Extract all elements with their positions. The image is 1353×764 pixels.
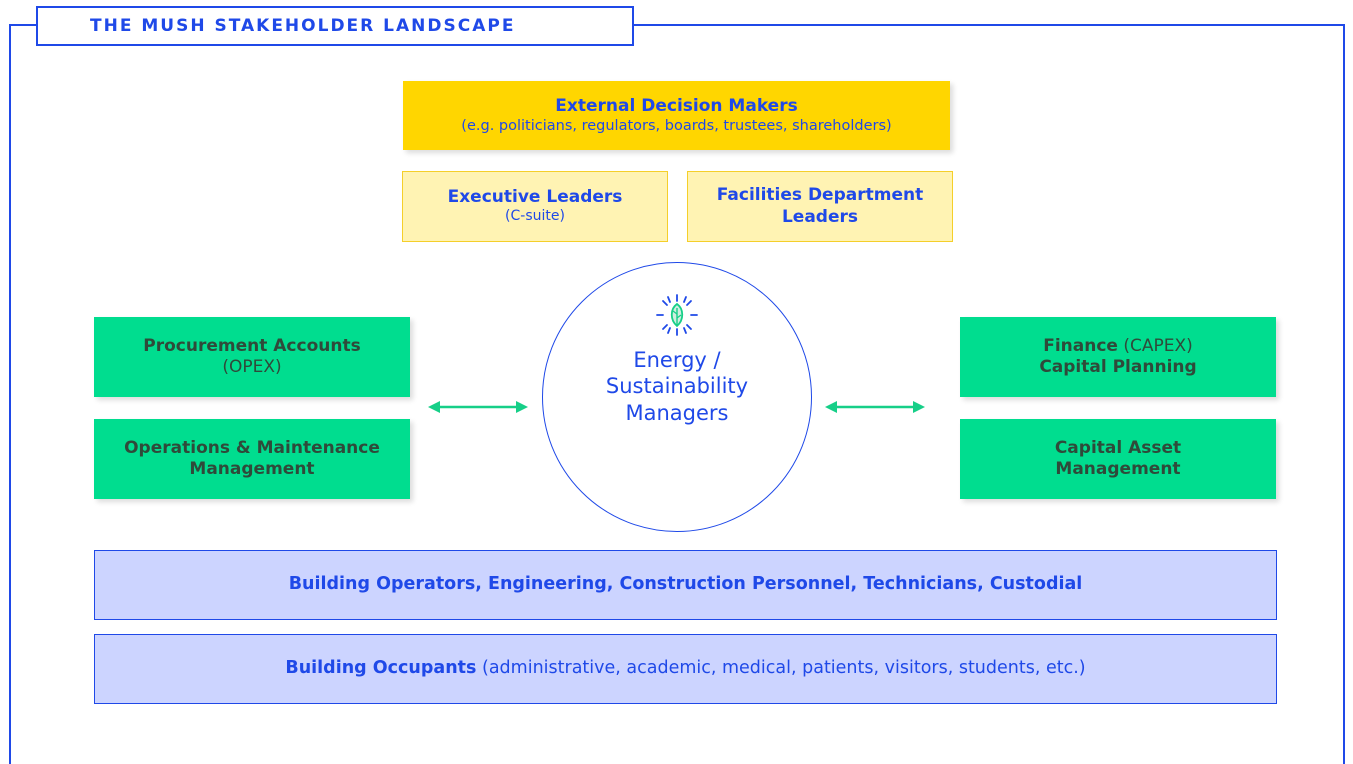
circle-label: Energy / Sustainability Managers <box>606 347 748 426</box>
facilities-line1: Facilities Department <box>716 185 924 206</box>
building-operators-bar: Building Operators, Engineering, Constru… <box>94 550 1277 620</box>
occupants-bold: Building Occupants <box>285 658 477 679</box>
building-occupants-bar: Building Occupants (administrative, acad… <box>94 634 1277 704</box>
operators-label: Building Operators, Engineering, Constru… <box>288 574 1083 595</box>
external-heading: External Decision Makers <box>555 95 798 116</box>
facilities-leaders-box: Facilities Department Leaders <box>687 171 953 242</box>
operations-line2: Management <box>189 459 315 479</box>
occupants-reg: (administrative, academic, medical, pati… <box>476 658 1086 679</box>
operations-maintenance-box: Operations & Maintenance Management <box>94 419 410 499</box>
capital-asset-line1: Capital Asset <box>1054 437 1182 458</box>
title-tab: THE MUSH STAKEHOLDER LANDSCAPE <box>36 6 634 46</box>
executive-leaders-box: Executive Leaders (C-suite) <box>402 171 668 242</box>
circle-line1: Energy / <box>633 348 721 372</box>
capital-asset-line2: Management <box>1055 459 1181 479</box>
diagram-frame <box>9 24 1345 764</box>
energy-sustainability-circle: Energy / Sustainability Managers <box>542 262 812 532</box>
circle-line2: Sustainability <box>605 374 749 399</box>
capital-asset-box: Capital Asset Management <box>960 419 1276 499</box>
procurement-accounts-box: Procurement Accounts (OPEX) <box>94 317 410 397</box>
executive-heading: Executive Leaders <box>447 187 623 208</box>
left-double-arrow <box>428 401 528 413</box>
finance-bold: Finance <box>1043 335 1118 356</box>
operations-line1: Operations & Maintenance <box>124 437 380 458</box>
leaf-sun-icon <box>656 294 698 336</box>
finance-reg: (CAPEX) <box>1117 335 1193 356</box>
facilities-line2: Leaders <box>781 206 859 227</box>
finance-line2: Capital Planning <box>1039 357 1197 377</box>
circle-line3: Managers <box>625 400 729 425</box>
procurement-heading: Procurement Accounts <box>143 335 361 356</box>
external-sub: (e.g. politicians, regulators, boards, t… <box>461 118 892 135</box>
diagram-title: THE MUSH STAKEHOLDER LANDSCAPE <box>90 16 516 36</box>
executive-sub: (C-suite) <box>505 208 565 225</box>
external-decision-makers-box: External Decision Makers (e.g. politicia… <box>403 81 950 150</box>
right-double-arrow <box>825 401 925 413</box>
procurement-sub: (OPEX) <box>222 357 282 377</box>
finance-box: Finance (CAPEX) Capital Planning <box>960 317 1276 397</box>
